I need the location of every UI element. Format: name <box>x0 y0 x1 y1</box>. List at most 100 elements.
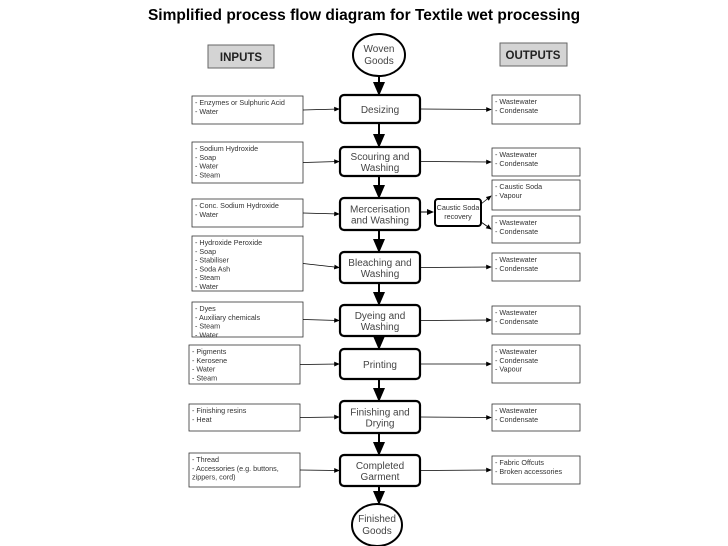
process-step-label: Scouring and <box>351 152 410 163</box>
process-step-label: and Washing <box>351 216 409 227</box>
recovery-label: recovery <box>444 212 472 221</box>
process-step-label: Garment <box>361 472 400 483</box>
output-list-box-line: - Fabric Offcuts <box>495 458 544 467</box>
input-list-box-line: - Soap <box>195 153 216 162</box>
recovery-label: Caustic Soda <box>437 203 480 212</box>
input-list-box <box>191 141 304 184</box>
input-list-box <box>188 344 301 385</box>
output-list-box-line: - Vapour <box>495 191 523 200</box>
output-list-box-line: - Condensate <box>495 356 538 365</box>
input-arrow <box>299 414 340 420</box>
output-arrow <box>419 159 492 165</box>
input-list-box-line: - Steam <box>192 373 217 382</box>
input-list-box-line: - Water <box>192 365 216 374</box>
output-list-box <box>491 147 581 177</box>
inputs-header-box <box>207 44 275 69</box>
input-list-box-line: - Water <box>195 330 219 339</box>
process-step-label: Completed <box>356 461 404 472</box>
input-list-box-line: - Kerosene <box>192 356 227 365</box>
process-step-label: Washing <box>361 322 400 333</box>
input-list-box <box>191 95 304 125</box>
input-list-box-line: - Water <box>195 282 219 291</box>
output-list-box-line: - Wastewater <box>495 150 538 159</box>
input-arrow <box>302 106 340 112</box>
input-list-box-line: - Auxiliary chemicals <box>195 313 261 322</box>
input-list-box-line: - Conc. Sodium Hydroxide <box>195 201 279 210</box>
output-list-box-line: - Condensate <box>495 264 538 273</box>
input-arrow <box>299 468 340 473</box>
output-list-box <box>491 305 581 335</box>
process-step-label: Washing <box>361 269 400 280</box>
inputs-header: INPUTS <box>220 52 263 64</box>
end-node-finished-goods <box>351 503 403 546</box>
outputs-header-box <box>499 42 568 67</box>
input-list-box-line: - Water <box>195 210 219 219</box>
output-arrow <box>419 107 492 112</box>
output-list-box-line: - Condensate <box>495 227 538 236</box>
input-list-box <box>191 198 304 228</box>
output-arrow <box>419 467 492 473</box>
output-list-box-line: - Wastewater <box>495 218 538 227</box>
input-list-box-line: - Steam <box>195 170 220 179</box>
input-arrow <box>302 159 340 165</box>
output-list-box-line: - Wastewater <box>495 255 538 264</box>
input-list-box-line: - Enzymes or Sulphuric Acid <box>195 98 285 107</box>
process-step-label: Printing <box>363 360 397 371</box>
output-list-box <box>491 94 581 125</box>
process-step-label: Mercerisation <box>350 205 410 216</box>
output-list-box-line: - Wastewater <box>495 97 538 106</box>
output-list-box <box>491 344 581 384</box>
output-list-box-line: - Vapour <box>495 365 523 374</box>
input-list-box-line: - Thread <box>192 455 219 464</box>
output-list-box-line: - Condensate <box>495 317 538 326</box>
input-list-box <box>191 235 304 292</box>
input-arrow <box>299 361 340 367</box>
output-list-box-line: - Caustic Soda <box>495 182 542 191</box>
output-list-box-line: - Condensate <box>495 415 538 424</box>
process-step-label: Washing <box>361 163 400 174</box>
input-list-box-line: - Hydroxide Peroxide <box>195 238 262 247</box>
output-list-box <box>491 179 581 211</box>
output-list-box-line: - Wastewater <box>495 347 538 356</box>
process-step-label: Bleaching and <box>348 258 411 269</box>
output-arrow <box>419 415 492 420</box>
output-list-box-line: - Broken accessories <box>495 467 563 476</box>
input-list-box <box>188 452 301 488</box>
process-step-label: Desizing <box>361 105 399 116</box>
start-label: Woven <box>364 44 395 55</box>
input-list-box-line: - Steam <box>195 322 220 331</box>
output-list-box-line: - Wastewater <box>495 406 538 415</box>
process-step-label: Dyeing and <box>355 311 406 322</box>
output-arrow <box>419 317 492 323</box>
output-list-box <box>491 455 581 485</box>
output-arrow <box>480 195 492 205</box>
start-label: Goods <box>364 56 393 67</box>
input-list-box-line: - Dyes <box>195 304 216 313</box>
input-list-box-line: - Accessories (e.g. buttons, <box>192 464 279 473</box>
input-list-box <box>191 301 304 338</box>
input-list-box-line: zippers, cord) <box>192 473 236 482</box>
output-list-box-line: - Wastewater <box>495 308 538 317</box>
input-arrow <box>302 317 340 323</box>
input-list-box-line: - Water <box>195 162 219 171</box>
start-node-woven-goods <box>352 33 406 77</box>
input-arrow <box>302 263 340 270</box>
output-list-box <box>491 403 581 432</box>
input-list-box-line: - Heat <box>192 415 212 424</box>
input-list-box-line: - Sodium Hydroxide <box>195 144 258 153</box>
output-list-box-line: - Condensate <box>495 159 538 168</box>
input-list-box-line: - Soda Ash <box>195 264 230 273</box>
caustic-soda-recovery-box <box>434 198 482 227</box>
input-list-box-line: - Pigments <box>192 347 227 356</box>
output-arrow <box>419 264 492 270</box>
output-list-box <box>491 252 581 282</box>
input-list-box-line: - Finishing resins <box>192 406 247 415</box>
diagram-title: Simplified process flow diagram for Text… <box>147 7 581 24</box>
output-arrow <box>480 221 492 230</box>
end-label: Goods <box>362 526 391 537</box>
input-arrow <box>302 211 340 217</box>
output-list-box <box>491 215 581 244</box>
process-step-label: Drying <box>366 419 395 430</box>
outputs-header: OUTPUTS <box>506 50 561 62</box>
